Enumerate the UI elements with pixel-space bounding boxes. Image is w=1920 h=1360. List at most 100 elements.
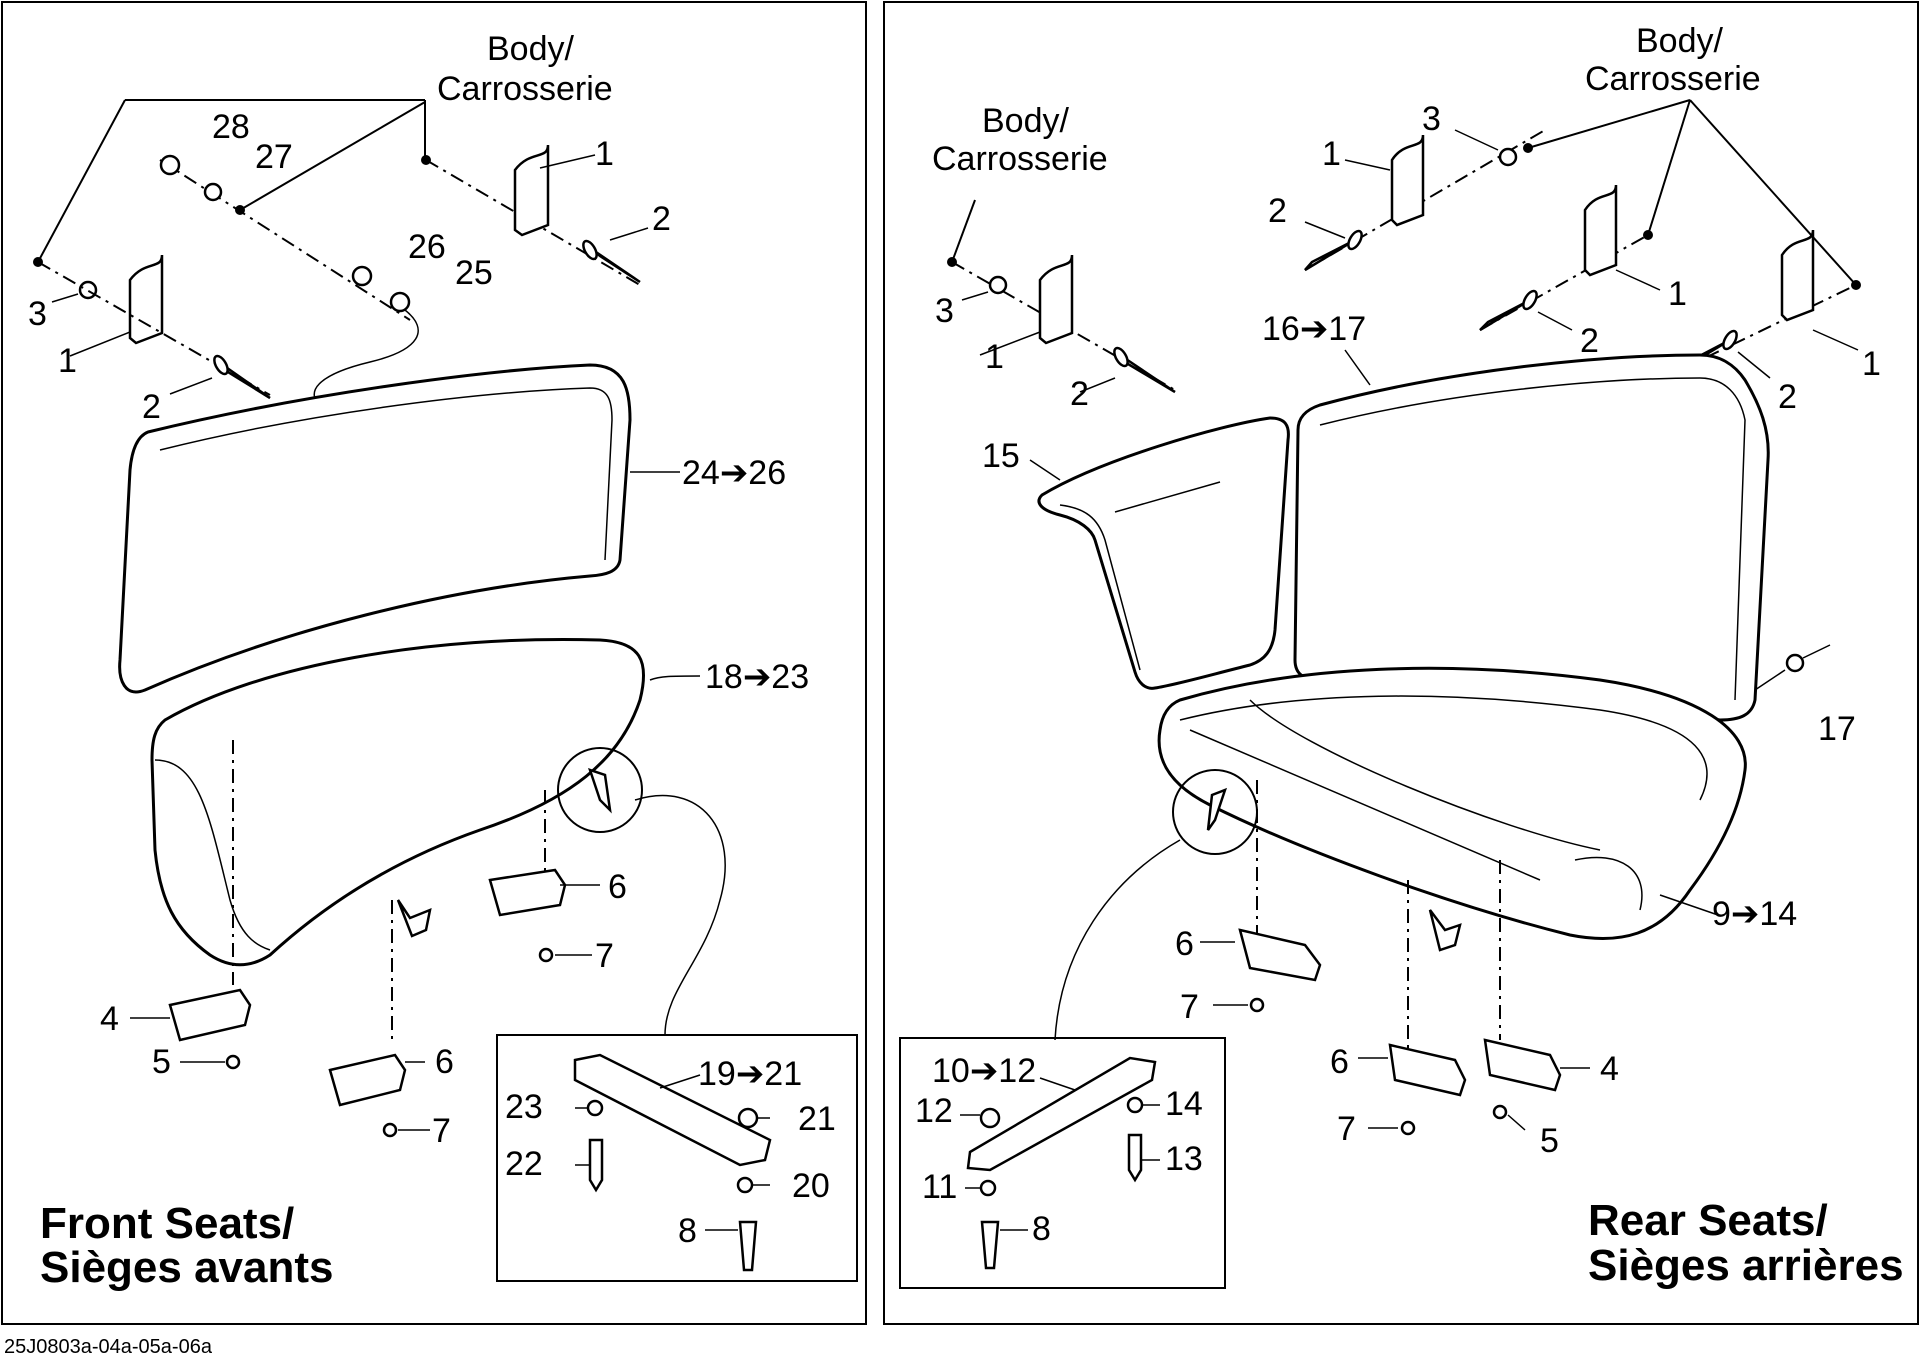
callout-28: 28	[212, 108, 250, 146]
callout-1: 1	[595, 135, 614, 173]
front-body-label-2: Carrosserie	[437, 70, 613, 108]
front-seat-feet	[130, 868, 600, 1138]
seat-foot-icon	[1238, 928, 1322, 982]
callout-17: 17	[1818, 710, 1856, 748]
rear-bracket-center	[1479, 184, 1661, 332]
bracket-icon	[1583, 184, 1618, 277]
bolt-icon	[1479, 298, 1531, 332]
bracket-icon	[128, 254, 164, 345]
callout-16-17: 16➔17	[1262, 310, 1366, 348]
callout-10-12: 10➔12	[932, 1052, 1036, 1090]
callout-20: 20	[792, 1167, 830, 1205]
rear-detail-magnifier	[1172, 769, 1258, 855]
bracket-strip-icon	[573, 1053, 772, 1167]
front-seats-panel: Body/ Carrosserie 28 27 1 2 26 25 3 1 2 …	[1, 1, 867, 1325]
bracket-icon	[1780, 229, 1815, 322]
rear-bracket-top	[1304, 129, 1546, 272]
rear-body-label-b-2: Carrosserie	[1585, 60, 1761, 98]
screw-icon	[980, 1220, 1000, 1270]
callout-rear-6b: 6	[1330, 1043, 1349, 1081]
front-seat-cushion	[150, 637, 646, 967]
callout-2: 2	[652, 200, 671, 238]
screw-icon	[738, 1220, 758, 1272]
front-bracket-right	[513, 144, 649, 284]
rear-body-label-b-1: Body/	[1636, 22, 1723, 60]
callout-rear-1b: 1	[1322, 135, 1341, 173]
callout-27: 27	[255, 138, 293, 176]
callout-6a: 6	[608, 868, 627, 906]
strap-icon	[396, 899, 432, 938]
plug-icon	[737, 1107, 759, 1129]
screw-icon	[225, 1054, 241, 1070]
bracket-icon	[1390, 134, 1425, 227]
callout-rear-4: 4	[1600, 1050, 1619, 1088]
rear-seat-feet	[1200, 928, 1590, 1136]
front-title-line-1: Front Seats/	[40, 1199, 294, 1248]
screw-icon	[1492, 1104, 1508, 1120]
callout-15: 15	[982, 437, 1020, 475]
seat-foot-icon	[1388, 1043, 1467, 1097]
rear-title-line-1: Rear Seats/	[1588, 1196, 1828, 1245]
washer-icon	[389, 291, 411, 313]
callout-5: 5	[152, 1043, 171, 1081]
seat-foot-icon	[168, 988, 252, 1042]
callout-4: 4	[100, 1000, 119, 1038]
rear-body-label-a-2: Carrosserie	[932, 140, 1108, 178]
seat-foot-icon	[328, 1053, 407, 1107]
rear-body-reference-lines	[947, 99, 1861, 290]
front-panel-frame	[1, 1, 867, 1325]
washer-icon	[1785, 653, 1805, 673]
strap-icon	[1428, 909, 1462, 952]
callout-2b: 2	[142, 388, 161, 426]
callout-22: 22	[505, 1145, 543, 1183]
bracket-strip-icon	[966, 1056, 1157, 1172]
rear-body-label-a-1: Body/	[982, 102, 1069, 140]
front-title-line-2: Sièges avants	[40, 1243, 334, 1292]
callout-rear-3b: 3	[1422, 100, 1441, 138]
callout-7a: 7	[595, 937, 614, 975]
front-headrest-hardware	[159, 154, 641, 411]
callout-rear-6a: 6	[1175, 925, 1194, 963]
callout-rear-2b: 2	[1268, 192, 1287, 230]
washer-icon	[988, 275, 1008, 295]
front-detail-magnifier	[557, 747, 643, 833]
callout-rear-8: 8	[1032, 1210, 1051, 1248]
callout-18-23: 18➔23	[705, 658, 809, 696]
rear-seat-cushion	[1157, 666, 1747, 941]
screw-icon	[1400, 1120, 1416, 1136]
callout-7b: 7	[432, 1112, 451, 1150]
screw-icon	[538, 947, 554, 963]
front-detail-frame	[496, 1034, 858, 1282]
callout-rear-11: 11	[922, 1168, 957, 1206]
screw-icon	[1249, 997, 1265, 1013]
callout-rear-5: 5	[1540, 1122, 1559, 1160]
rear-seats-panel: Body/ Carrosserie Body/ Carrosserie 3 1 …	[883, 1, 1919, 1325]
rear-detail-frame	[899, 1037, 1226, 1289]
callout-6b: 6	[435, 1043, 454, 1081]
rear-title-line-2: Sièges arrières	[1588, 1241, 1904, 1290]
callout-rear-12: 12	[915, 1092, 953, 1130]
callout-rear-2d: 2	[1778, 378, 1797, 416]
callout-1b: 1	[58, 342, 77, 380]
callout-rear-13: 13	[1165, 1140, 1203, 1178]
rear-armrest-cushion	[1037, 416, 1290, 690]
screw-icon	[1127, 1133, 1143, 1183]
screw-icon	[588, 1138, 604, 1193]
washer-icon	[1498, 147, 1518, 167]
callout-rear-7a: 7	[1180, 988, 1199, 1026]
seat-foot-icon	[1483, 1038, 1562, 1092]
nut-icon	[979, 1179, 997, 1197]
callout-24-26: 24➔26	[682, 454, 786, 492]
callout-9-14: 9➔14	[1712, 895, 1797, 933]
callout-25: 25	[455, 254, 493, 292]
callout-19-21: 19➔21	[698, 1055, 802, 1093]
washer-icon	[586, 1099, 604, 1117]
callout-rear-7b: 7	[1337, 1110, 1356, 1148]
bracket-icon	[513, 144, 550, 237]
nut-icon	[351, 265, 373, 287]
rear-backrest-cushion	[1293, 353, 1770, 722]
callout-21: 21	[798, 1100, 836, 1138]
callout-rear-1c: 1	[1668, 275, 1687, 313]
front-detail-box	[496, 1034, 858, 1282]
